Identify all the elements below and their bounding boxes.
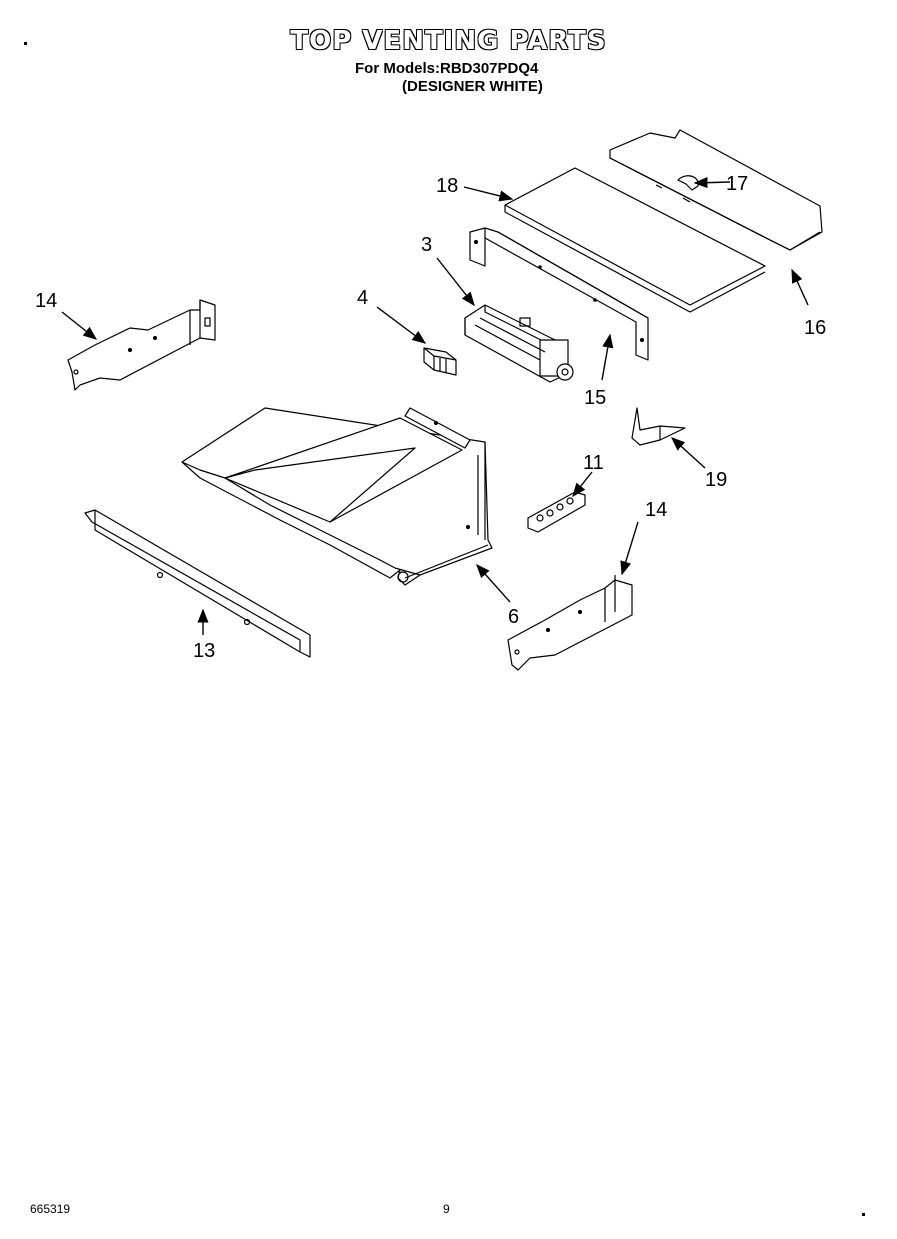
callout-14-left: 14 xyxy=(35,290,57,312)
callout-17: 17 xyxy=(726,173,748,195)
document-number: 665319 xyxy=(30,1202,71,1216)
part-18-vent-panel xyxy=(504,167,766,313)
part-16-top-panel xyxy=(609,129,823,251)
callout-19: 19 xyxy=(705,469,727,491)
callout-11: 11 xyxy=(583,452,604,474)
page-number: 9 xyxy=(443,1202,450,1216)
part-15-channel-bracket xyxy=(469,227,649,361)
callout-15: 15 xyxy=(584,387,606,409)
part-11-terminal-strip xyxy=(527,491,586,533)
page-title: TOP VENTING PARTS xyxy=(290,26,607,56)
callout-4: 4 xyxy=(357,287,368,309)
part-3-motor-assembly xyxy=(464,304,574,383)
callout-3: 3 xyxy=(421,234,432,256)
scan-speck xyxy=(862,1213,865,1216)
part-19-bracket xyxy=(631,407,686,446)
models-line: For Models:RBD307PDQ4 xyxy=(355,60,539,77)
scan-speck xyxy=(24,42,27,45)
variant-line: (DESIGNER WHITE) xyxy=(402,78,543,95)
callout-18: 18 xyxy=(436,175,458,197)
callout-6: 6 xyxy=(508,606,519,628)
part-14-right-bracket xyxy=(507,575,633,671)
part-4-block xyxy=(423,347,457,376)
callout-13: 13 xyxy=(193,640,215,662)
part-6-duct-housing xyxy=(181,407,493,586)
callout-16: 16 xyxy=(804,317,826,339)
part-13-front-rail xyxy=(84,509,311,658)
callout-14-right: 14 xyxy=(645,499,667,521)
part-14-left-bracket xyxy=(67,299,216,391)
leader-lines xyxy=(61,177,809,635)
